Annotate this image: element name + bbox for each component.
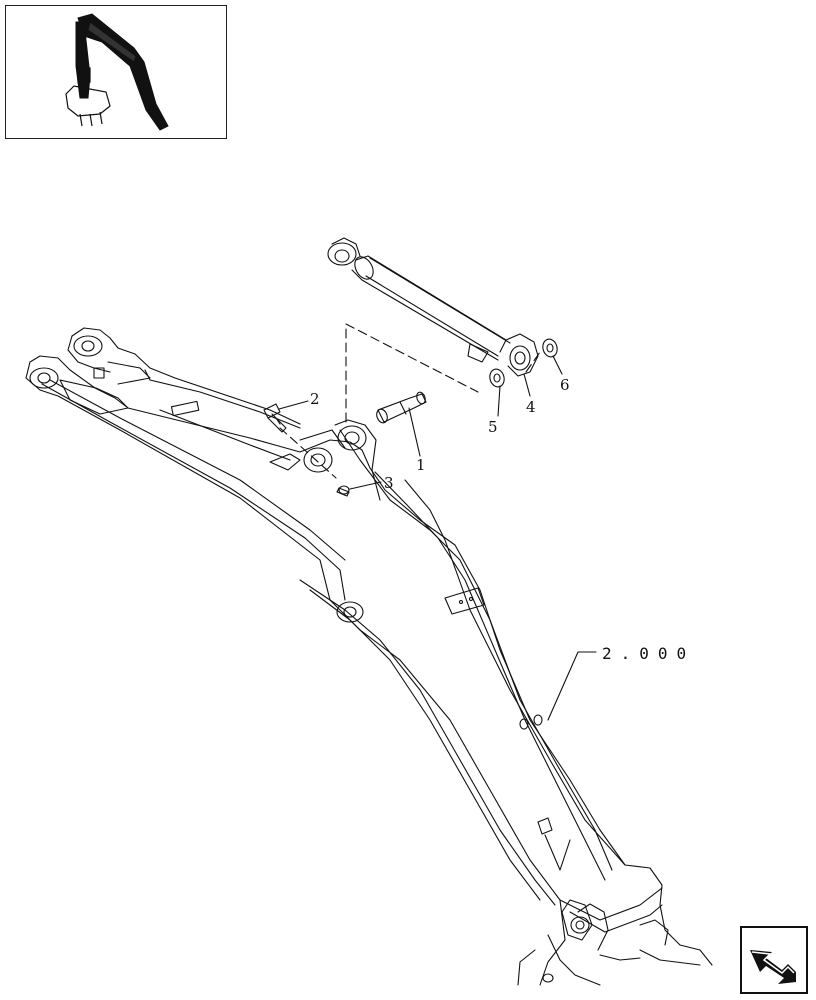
alignment-dashed-lines [279,323,541,479]
excavator-arm-overview-icon [65,13,169,131]
callout-leaders [278,355,597,721]
bolt-part-2 [263,403,287,433]
washer-part-6 [542,338,558,358]
cylinder-mount-lugs [269,419,381,623]
pin-part-1 [376,391,427,424]
washer-part-5 [489,368,505,388]
callout-3: 3 [384,474,394,492]
boom-foot-lugs [29,335,200,417]
grease-fitting-part-3 [336,485,350,497]
reference-label: 2.000 [602,644,696,663]
boom-details [444,587,571,871]
callout-2: 2 [310,390,320,408]
overview-thumbnail [5,5,227,139]
next-page-button[interactable] [740,926,808,994]
boom-body [25,327,713,986]
hydraulic-cylinder [327,237,539,377]
boom-head-coupling [542,899,669,983]
next-page-arrow-icon [750,950,796,984]
callout-6: 6 [560,376,570,394]
callout-4: 4 [526,398,536,416]
callout-1: 1 [416,456,426,474]
callout-5: 5 [488,418,498,436]
